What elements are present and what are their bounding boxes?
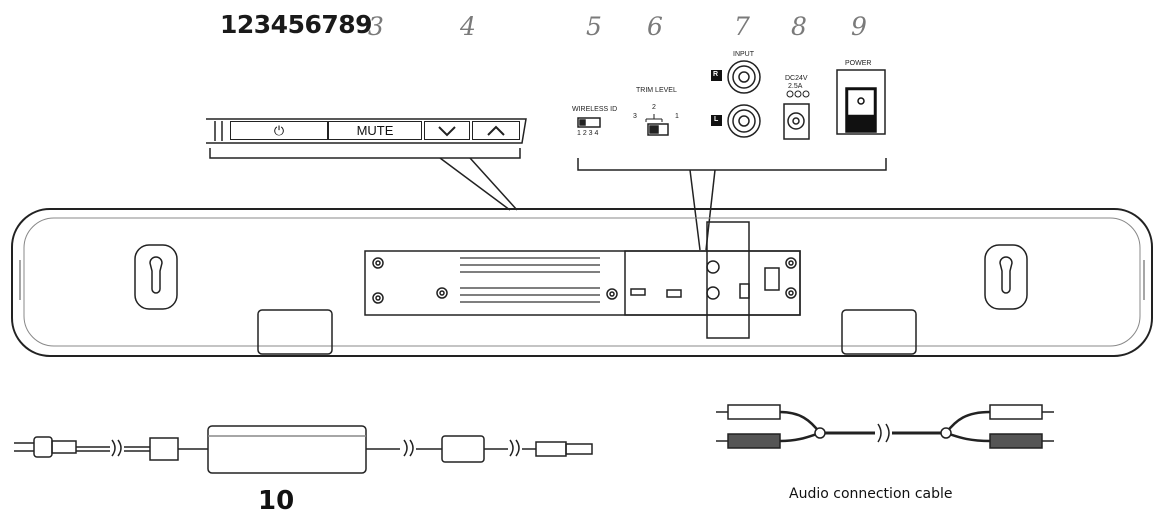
trim-2-label: 2 — [652, 104, 656, 111]
chevron-up-icon — [487, 125, 505, 136]
callout-5: 5 — [586, 12, 602, 41]
power-button[interactable]: ⏻ — [230, 121, 328, 140]
trim-3-label: 3 — [633, 113, 637, 120]
callout-3: 3 — [368, 12, 384, 41]
power-icon: ⏻ — [273, 122, 285, 138]
mute-button[interactable]: MUTE — [328, 121, 422, 140]
callout-9: 9 — [851, 12, 867, 41]
callout-numbers-merged: 123456789 — [220, 10, 373, 39]
dc-label: DC24V — [785, 75, 808, 82]
cable-caption: Audio connection cable — [789, 486, 953, 502]
dc-amp-label: 2.5A — [788, 83, 803, 90]
wireless-id-numbers: 1 2 3 4 — [577, 130, 599, 137]
callout-6: 6 — [647, 12, 663, 41]
volume-up-button[interactable] — [472, 121, 520, 140]
input-r-label: R — [713, 71, 719, 78]
volume-down-button[interactable] — [424, 121, 470, 140]
accessory-number: 10 — [258, 486, 295, 516]
input-label: INPUT — [733, 51, 754, 58]
callout-4: 4 — [460, 12, 476, 41]
mute-label: MUTE — [356, 123, 394, 138]
callout-8: 8 — [791, 12, 807, 41]
chevron-down-icon — [438, 125, 456, 136]
input-l-label: L — [714, 116, 719, 123]
trim-1-label: 1 — [675, 113, 679, 120]
wireless-id-label: WIRELESS ID — [572, 106, 618, 113]
power-label: POWER — [845, 60, 872, 67]
callout-7: 7 — [734, 12, 750, 41]
trim-level-label: TRIM LEVEL — [636, 87, 677, 94]
